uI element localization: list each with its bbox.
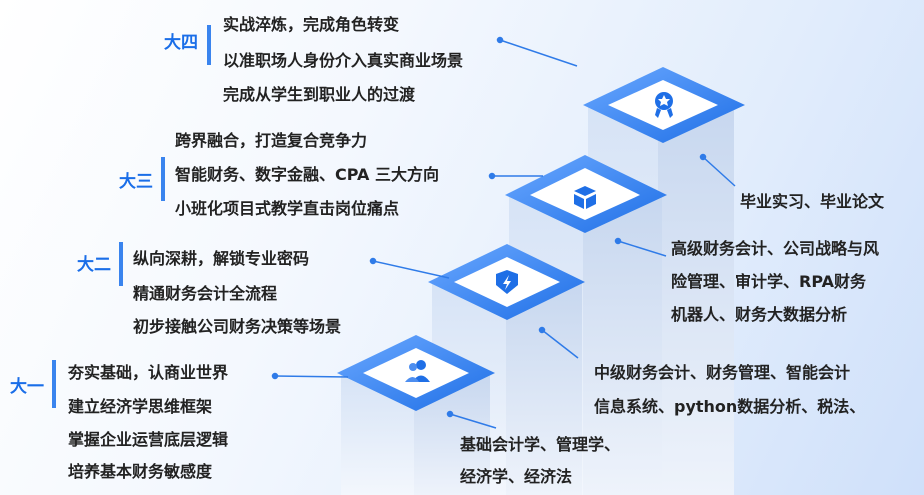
step-1-top	[337, 335, 495, 411]
year-label-2: 大二	[77, 255, 111, 275]
stage-3-courses-2: 险管理、审计学、RPA财务	[671, 272, 866, 291]
stage-2-line-1: 纵向深耕，解锁专业密码	[133, 249, 310, 268]
year-bar-2	[119, 242, 123, 286]
step-4-right-face	[658, 105, 734, 495]
stage-2-line-2: 精通财务会计全流程	[133, 284, 278, 303]
step-2-right-face	[506, 282, 582, 495]
badge-icon	[655, 92, 673, 118]
year-label-3: 大三	[119, 172, 153, 192]
stage-4-line-1: 实战淬炼，完成角色转变	[223, 15, 400, 34]
stage-4-courses-1: 毕业实习、毕业论文	[740, 192, 885, 211]
stage-3-courses-3: 机器人、财务大数据分析	[671, 305, 848, 324]
year-bar-4	[207, 25, 211, 65]
connector-lines	[271, 36, 736, 429]
year-bar-1	[52, 360, 56, 408]
stage-2-line-3: 初步接触公司财务决策等场景	[133, 317, 342, 336]
stage-4-line-3: 完成从学生到职业人的过渡	[223, 85, 416, 104]
year-label-1: 大一	[10, 377, 44, 397]
users-icon	[405, 360, 430, 382]
stage-1-line-1: 夯实基础，认商业世界	[68, 363, 229, 382]
year-label-4: 大四	[164, 33, 198, 53]
stage-3-line-1: 跨界融合，打造复合竞争力	[175, 131, 368, 150]
stage-1-line-4: 培养基本财务敏感度	[68, 462, 213, 481]
step-1-left-face	[341, 373, 414, 495]
stage-4-line-2: 以准职场人身份介入真实商业场景	[223, 51, 464, 70]
stage-2-courses-1: 中级财务会计、财务管理、智能会计	[594, 363, 851, 382]
stage-3-line-3: 小班化项目式教学直击岗位痛点	[175, 199, 400, 218]
lightning-shield-icon	[496, 270, 518, 294]
stage-3-courses-1: 高级财务会计、公司战略与风	[671, 239, 880, 258]
stage-2-courses-2: 信息系统、python数据分析、税法、	[594, 397, 866, 416]
stage-3-line-2: 智能财务、数字金融、CPA 三大方向	[175, 165, 439, 184]
stage-1-line-2: 建立经济学思维框架	[68, 397, 213, 416]
stage-1-courses-2: 经济学、经济法	[460, 467, 573, 486]
stage-1-line-3: 掌握企业运营底层逻辑	[68, 430, 229, 449]
year-bar-3	[161, 157, 165, 201]
step-1-right-face	[414, 373, 490, 495]
stage-1-courses-1: 基础会计学、管理学、	[460, 435, 621, 454]
box-icon	[574, 186, 596, 209]
step-3-right-face	[583, 195, 662, 495]
